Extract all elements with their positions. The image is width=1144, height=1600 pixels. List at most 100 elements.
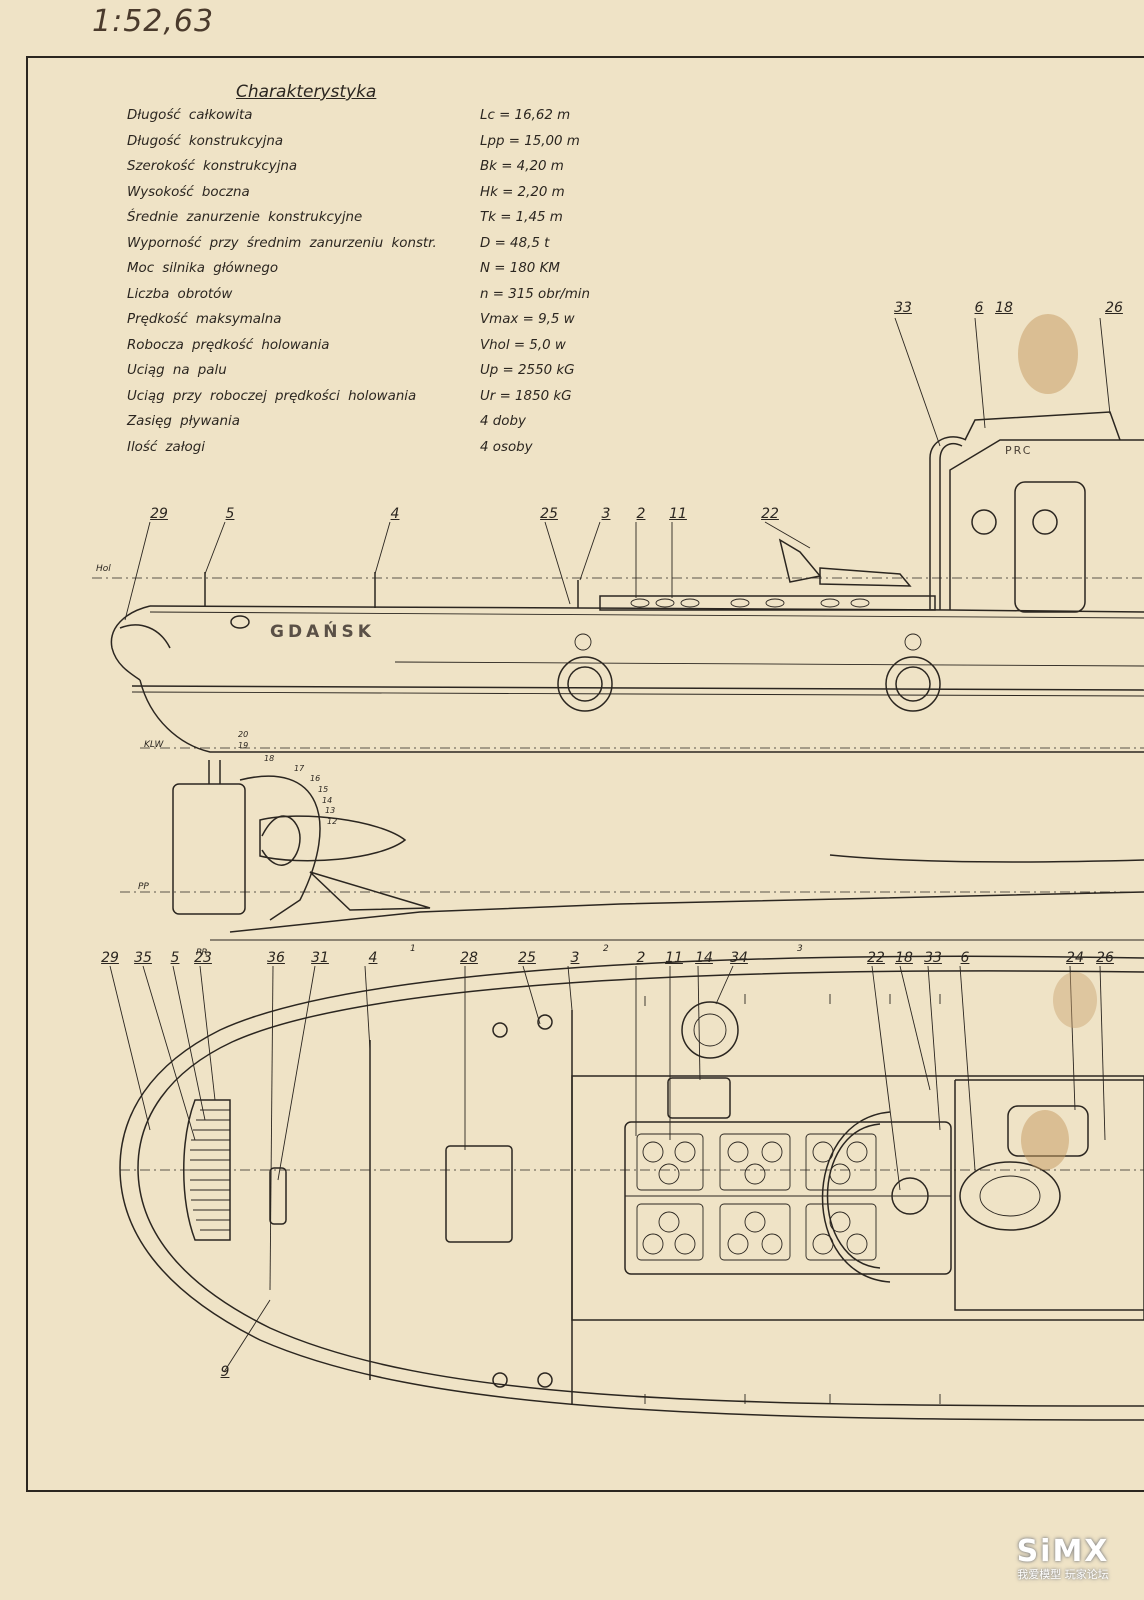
spec-row: Wyporność przy średnim zanurzeniu konstr… [127,236,627,262]
spec-label: Długość konstrukcyjna [127,133,284,149]
deckhouse-door [1014,481,1086,613]
spec-value: Vhol = 5,0 w [480,337,566,353]
wl-number: 16 [310,774,321,783]
propeller-nozzle [239,775,321,921]
deckhouse-outline [949,439,1144,610]
spec-value: Hk = 2,20 m [480,184,565,200]
bow-fender [119,624,171,649]
funnel-inner [979,1175,1041,1217]
watermark-subtitle: 我爱模型 玩家论坛 [1017,1568,1109,1581]
spec-row: Uciąg na palu Up = 2550 kG [127,363,627,389]
side-callout: 22 [761,506,779,522]
towing-arc-outer [821,1111,891,1283]
plan-callout: 24 [1066,950,1084,966]
station-label: 3 [797,944,803,954]
hol-label: Hol [96,564,111,574]
plan-hull-inner [137,970,1144,1407]
spec-value: 4 osoby [480,439,533,455]
wl-number: 20 [238,730,249,739]
spec-value: Tk = 1,45 m [480,210,563,225]
side-callout: 25 [540,506,558,522]
plan-callout: 22 [867,950,885,966]
plan-callout: 29 [101,950,119,966]
plan-callout: 31 [311,950,329,966]
rub-rail-lower [131,691,1144,697]
klw-label: KLW [144,740,164,750]
side-callout: 4 [390,506,400,522]
small-hatch [269,1167,287,1225]
ventilator-inner [693,1013,727,1047]
spec-label: Uciąg na palu [127,363,227,378]
plan-callout: 34 [730,950,748,966]
wl-number: 17 [294,764,305,773]
fender-hook [574,633,592,651]
plan-hull-outer [119,955,1144,1421]
keel-line [229,891,1144,933]
stain [1018,314,1078,394]
tyre-fender [885,656,941,712]
wl-number: 13 [325,806,336,815]
spec-row: Wysokość boczna Hk = 2,20 m [127,185,627,211]
side-callout: 18 [995,300,1013,316]
plan-callout: 5 [170,950,180,966]
skylight-coaming [599,595,936,611]
stain [1021,1110,1069,1170]
spec-row: Uciąg przy roboczej prędkości holowania U… [127,389,627,415]
plan-callout: 26 [1096,950,1114,966]
side-callout: 11 [669,506,687,522]
spec-title: Charakterystyka [236,82,377,102]
plan-callout: 33 [924,950,942,966]
plan-callout: 23 [194,950,212,966]
rub-rail [131,685,1144,691]
station-label: 1 [410,944,416,954]
spec-label: Długość całkowita [127,108,253,123]
fender-hook [904,633,922,651]
stain [1053,972,1097,1028]
spec-label: Wysokość boczna [127,184,250,200]
spec-label: Ilość załogi [127,439,205,455]
spec-value: D = 48,5 t [480,235,550,251]
pr-label: PR [196,948,208,958]
spec-label: Uciąg przy roboczej prędkości holowania [127,388,417,404]
porthole [971,509,997,535]
towing-hook [778,538,822,583]
deck-line-inner [149,611,1144,619]
skylight-frame [624,1121,952,1275]
bow-outline [110,605,151,681]
plan-callout: 18 [895,950,913,966]
lower-hull [139,679,1144,753]
spec-label: Prędkość maksymalna [127,312,282,327]
spec-value: Bk = 4,20 m [480,159,564,174]
hull-name: GDAŃSK [270,622,375,642]
bottom-curve [829,854,1144,863]
porthole [1032,509,1058,535]
hawse-pipe [230,615,250,629]
spec-value: Ur = 1850 kG [480,388,572,404]
deckhouse-plan [954,1079,1144,1311]
plan-callout: 25 [518,950,536,966]
deck-line [149,605,1144,613]
tyre-fender-inner [567,666,603,702]
spec-row: Ilość załogi 4 osoby [127,440,627,466]
rudder [172,783,246,915]
plan-callout: 6 [960,950,970,966]
plan-callout: 28 [460,950,478,966]
spec-label: Robocza prędkość holowania [127,337,330,353]
spec-value: Up = 2550 kG [480,363,575,378]
casing-hatch [667,1077,731,1119]
funnel-mark: PRC [1005,444,1033,457]
tyre-fender-inner [895,666,931,702]
wl-number: 15 [318,785,329,794]
wheelhouse-roof [964,411,1121,441]
towing-hook-base [891,1177,929,1215]
spec-label: Liczba obrotów [127,286,233,302]
plan-callout: 11 [665,950,683,966]
exhaust-pipe-outer [929,436,967,610]
